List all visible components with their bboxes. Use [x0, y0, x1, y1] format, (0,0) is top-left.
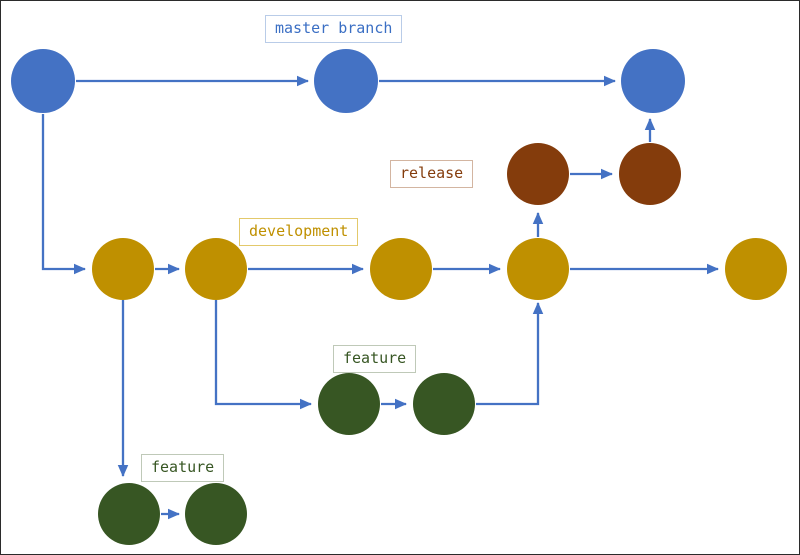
branch-label-release[interactable]: release [390, 160, 474, 188]
branch-label-feature-lower[interactable]: feature [141, 454, 225, 482]
nodes-layer [11, 49, 787, 545]
commit-node-development-2[interactable] [185, 238, 247, 300]
commit-node-development-3[interactable] [370, 238, 432, 300]
branch-label-master[interactable]: master branch [265, 15, 403, 43]
commit-node-master-1[interactable] [11, 49, 75, 113]
commit-node-feature-upper-1[interactable] [318, 373, 380, 435]
commit-node-development-1[interactable] [92, 238, 154, 300]
commit-node-master-2[interactable] [314, 49, 378, 113]
commit-node-feature-upper-2[interactable] [413, 373, 475, 435]
edges-layer [41, 75, 719, 520]
commit-node-development-5[interactable] [725, 238, 787, 300]
commit-node-feature-lower-2[interactable] [185, 483, 247, 545]
commit-node-development-4[interactable] [507, 238, 569, 300]
commit-node-release-1[interactable] [507, 143, 569, 205]
edge-master1-to-dev1 [41, 114, 86, 275]
edge-dev2-to-feature-upper1 [214, 300, 312, 410]
branch-label-development[interactable]: development [239, 218, 359, 246]
commit-node-release-2[interactable] [619, 143, 681, 205]
commit-node-master-3[interactable] [621, 49, 685, 113]
branch-label-feature-upper[interactable]: feature [333, 345, 417, 373]
commit-node-feature-lower-1[interactable] [98, 483, 160, 545]
edge-feature-upper2-to-dev4 [476, 302, 544, 406]
